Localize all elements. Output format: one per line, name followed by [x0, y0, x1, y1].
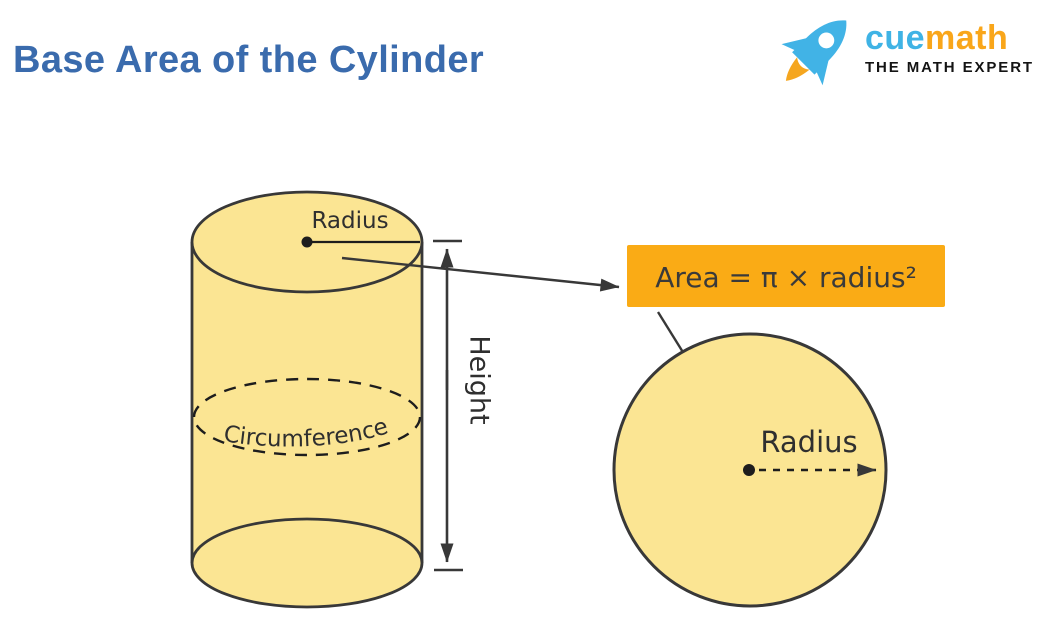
pointer-arrow-to-formula — [341, 256, 620, 292]
circumference-dashed-ellipse — [192, 377, 422, 457]
page-title: Base Area of the Cylinder — [13, 39, 485, 81]
formula-text: Area = π × radius² — [655, 261, 917, 294]
formula-box — [627, 245, 945, 307]
rocket-flame — [785, 57, 810, 81]
brand-cue: cue — [864, 19, 926, 57]
formula-prefix: Area = — [655, 261, 761, 294]
cylinder-body — [192, 192, 422, 607]
height-label: Height — [464, 335, 495, 424]
brand-tagline: THE MATH EXPERT — [864, 59, 1034, 76]
formula-pi: π — [761, 261, 778, 294]
brand-math: math — [925, 19, 1009, 57]
cylinder-center-dot — [301, 236, 313, 248]
brand-wordmark: cuemath — [865, 20, 1008, 56]
formula-suffix: × radius² — [778, 261, 917, 294]
logo-text: cuemath THE MATH EXPERT — [865, 20, 1034, 76]
rocket-icon — [781, 20, 847, 86]
rocket-body — [792, 20, 847, 75]
cuemath-logo: cuemath THE MATH EXPERT — [773, 4, 1034, 92]
cylinder-radius-label: Radius — [311, 208, 388, 234]
rocket-window — [818, 32, 835, 49]
circle-center-dot — [743, 464, 755, 476]
rocket-fin-right — [816, 59, 829, 86]
circle-radius-label: Radius — [760, 425, 857, 459]
rocket-fin-left — [781, 37, 808, 51]
